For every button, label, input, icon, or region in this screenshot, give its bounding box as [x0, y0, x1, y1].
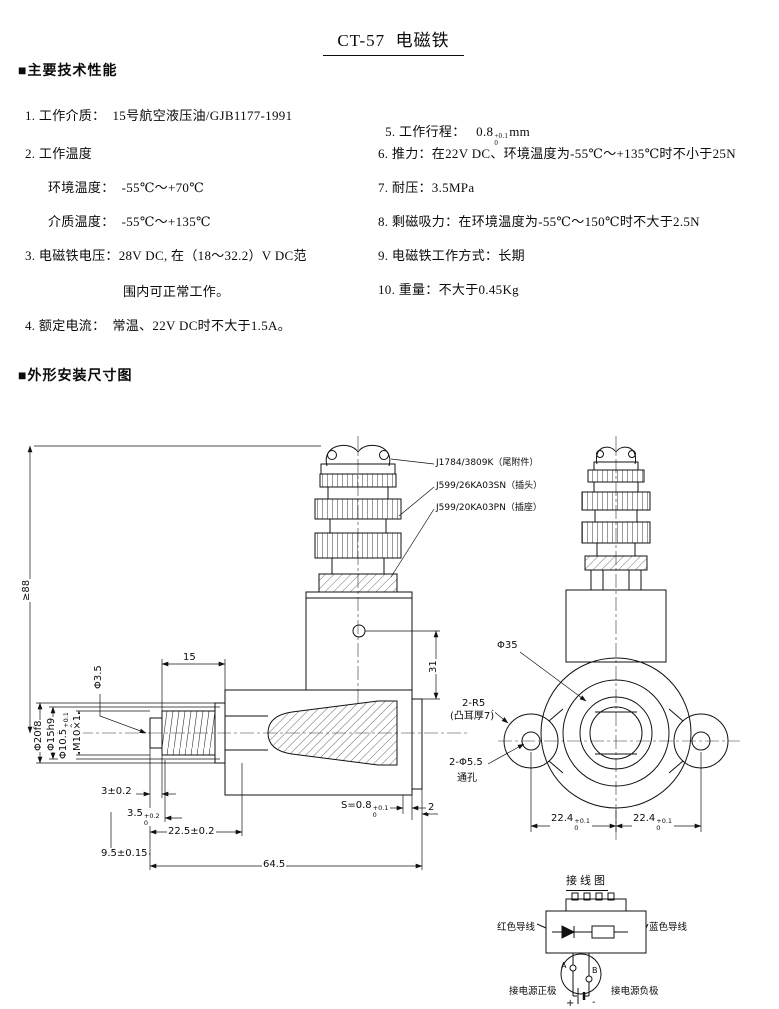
spec-line: 2. 工作温度 [25, 146, 93, 161]
spec-line: 4. 额定电流： 常温、22V DC时不大于1.5A。 [25, 318, 292, 333]
dim-holes-note: 通孔 [456, 773, 478, 784]
dim-phi15h9: Φ15h9 [46, 716, 57, 752]
tolerance-lower: 0 [143, 818, 149, 827]
positive-terminal-label: 接电源正极 [509, 983, 557, 997]
dim-phi20f8: Φ20f8 [33, 719, 44, 752]
tolerance-upper: +0.1 [574, 817, 591, 825]
spec-line: 环境温度： -55℃～+70℃ [48, 180, 205, 195]
callout-socket: J599/20KA03PN（插座） [436, 503, 542, 513]
wiring-diagram-graphic [536, 892, 649, 1004]
dim-31: 31 [428, 659, 439, 674]
spec-line: 7. 耐压：3.5MPa [378, 180, 475, 195]
dim-3: 3±0.2 [100, 786, 133, 797]
dim-value: 3.5 [127, 808, 143, 819]
dim-m10x1: M10×1 [72, 713, 83, 752]
dim-22-5: 22.5±0.2 [167, 826, 216, 837]
tolerance-upper: +0.1 [372, 804, 389, 812]
centerlines [56, 436, 740, 840]
pin-a-label: A [561, 961, 567, 970]
red-wire-label: 红色导线 [497, 919, 536, 933]
spec-stroke-unit: mm [509, 124, 531, 139]
dim-9-5: 9.5±0.15 [100, 848, 149, 859]
callout-plug: J599/26KA03SN（插头） [436, 481, 543, 491]
specs-section-header: ■主要技术性能 [18, 64, 118, 79]
dim-phi35: Φ35 [496, 640, 519, 651]
dim-holes: 2-Φ5.5 [448, 757, 484, 768]
front-view [503, 446, 729, 809]
dim-ears-note: (凸耳厚7) [449, 711, 496, 722]
spec-line: 介质温度： -55℃～+135℃ [48, 214, 211, 229]
dim-15: 15 [182, 652, 197, 663]
dim-value: S=0.8 [341, 800, 372, 811]
callout-tail-accessory: J1784/3809K（尾附件） [436, 458, 539, 468]
spec-line: 6. 推力：在22V DC、环境温度为-55℃～+135℃时不小于25N [378, 146, 736, 161]
drawing-section-header: ■外形安装尺寸图 [18, 369, 133, 384]
spec-line: 9. 电磁铁工作方式：长期 [378, 248, 525, 263]
spec-line: 1. 工作介质： 15号航空液压油/GJB1177-1991 [25, 108, 293, 123]
spec-line: 8. 剩磁吸力：在环境温度为-55℃～150℃时不大于2.5N [378, 214, 700, 229]
spec-line: 3. 电磁铁电压：28V DC, 在（18～32.2）V DC范 [25, 248, 307, 263]
tolerance-upper: +0.1 [656, 817, 673, 825]
spec-line: 10. 重量：不大于0.45Kg [378, 282, 519, 297]
spec-line: 围内可正常工作。 [123, 284, 230, 299]
dim-value: 22.4 [551, 813, 574, 824]
dimension-drawing [27, 436, 740, 1004]
tolerance-upper: +0.1 [494, 132, 509, 140]
negative-terminal-label: 接电源负极 [611, 983, 659, 997]
dim-value: 22.4 [633, 813, 656, 824]
tolerance-upper: +0.2 [143, 812, 160, 820]
minus-sign: - [592, 997, 596, 1008]
side-view [149, 444, 423, 796]
pin-b-label: B [592, 966, 598, 975]
title-bar: CT-57 电磁铁 [0, 8, 779, 56]
page-title: CT-57 电磁铁 [323, 26, 464, 56]
dim-64-5: 64.5 [262, 859, 287, 870]
dim-value: Φ10.5 [58, 728, 69, 759]
plus-sign: + [566, 998, 575, 1009]
tolerance-lower: 0 [372, 810, 377, 819]
dim-height-min: ≥88 [21, 578, 32, 602]
tolerance-lower: 0 [656, 823, 661, 832]
spec-stroke-value: 5. 工作行程： 0.8 [385, 124, 494, 139]
dim-phi3-5: Φ3.5 [93, 664, 104, 690]
blue-wire-label: 蓝色导线 [649, 919, 688, 933]
wiring-diagram-title: 接线图 [566, 872, 608, 891]
tolerance-lower: 0 [494, 139, 499, 147]
dim-ears-r5: 2-R5 [461, 698, 487, 709]
tolerance-lower: 0 [574, 823, 579, 832]
dim-2: 2 [427, 802, 436, 813]
